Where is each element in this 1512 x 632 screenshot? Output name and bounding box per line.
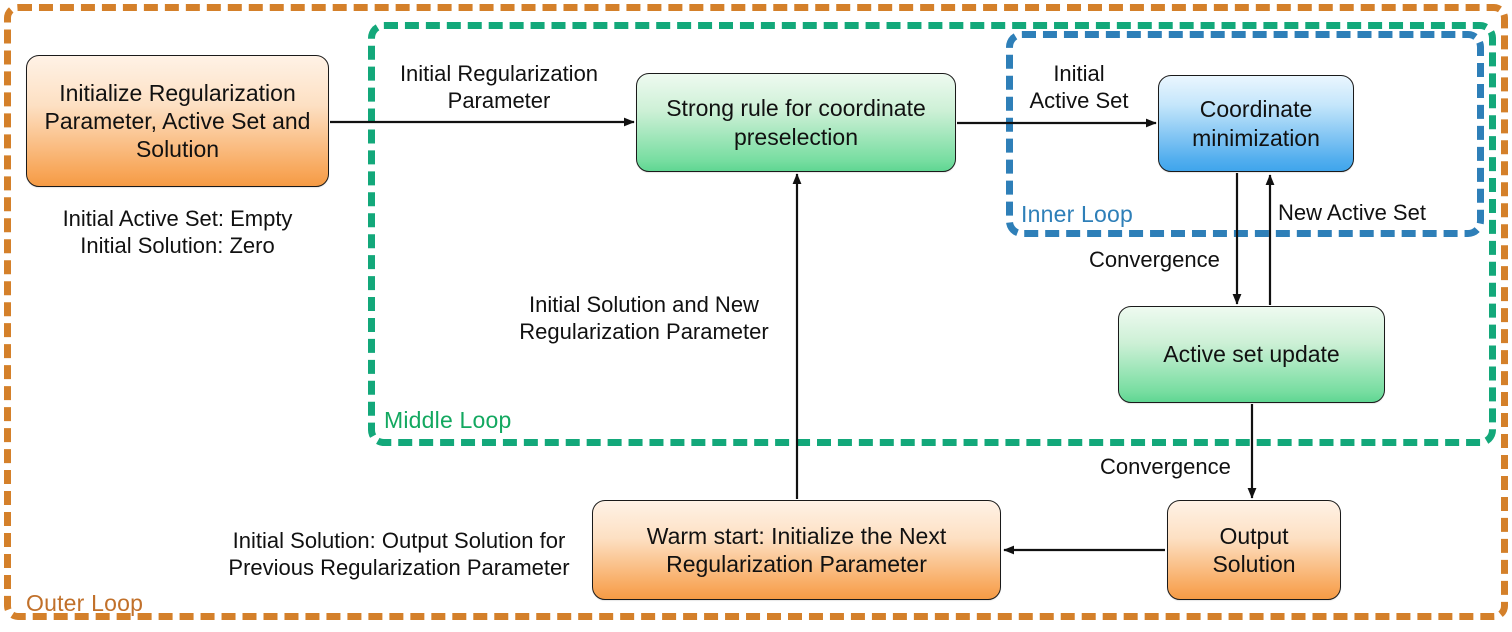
- annotation-previous-regularization-parameter: Initial Solution: Output Solution for Pr…: [228, 528, 570, 581]
- node-output-solution[interactable]: Output Solution: [1167, 500, 1341, 600]
- node-strong-rule[interactable]: Strong rule for coordinate preselection: [636, 73, 956, 172]
- inner-loop-boundary: [1006, 31, 1484, 237]
- node-coordinate-minimization[interactable]: Coordinate minimization: [1158, 75, 1354, 172]
- node-initialize-regularization[interactable]: Initialize Regularization Parameter, Act…: [26, 55, 329, 187]
- annotation-initial-active-set: Initial Active Set: [1029, 61, 1129, 114]
- annotation-initialize-subtitle: Initial Active Set: Empty Initial Soluti…: [62, 206, 293, 259]
- inner-loop-label: Inner Loop: [1021, 201, 1133, 227]
- node-active-set-update[interactable]: Active set update: [1118, 306, 1385, 403]
- outer-loop-label: Outer Loop: [26, 590, 144, 616]
- middle-loop-label: Middle Loop: [384, 407, 512, 433]
- node-warm-start[interactable]: Warm start: Initialize the Next Regulari…: [592, 500, 1001, 600]
- annotation-convergence-middle: Convergence: [1100, 454, 1231, 479]
- middle-loop-boundary: [368, 22, 1496, 446]
- annotation-new-active-set: New Active Set: [1278, 200, 1426, 225]
- outer-loop-boundary: [4, 4, 1508, 620]
- annotation-convergence-inner: Convergence: [1089, 247, 1220, 272]
- annotation-initial-solution-and-new-regularization-parameter: Initial Solution and New Regularization …: [519, 292, 769, 345]
- annotation-initial-regularization-parameter: Initial Regularization Parameter: [399, 61, 599, 114]
